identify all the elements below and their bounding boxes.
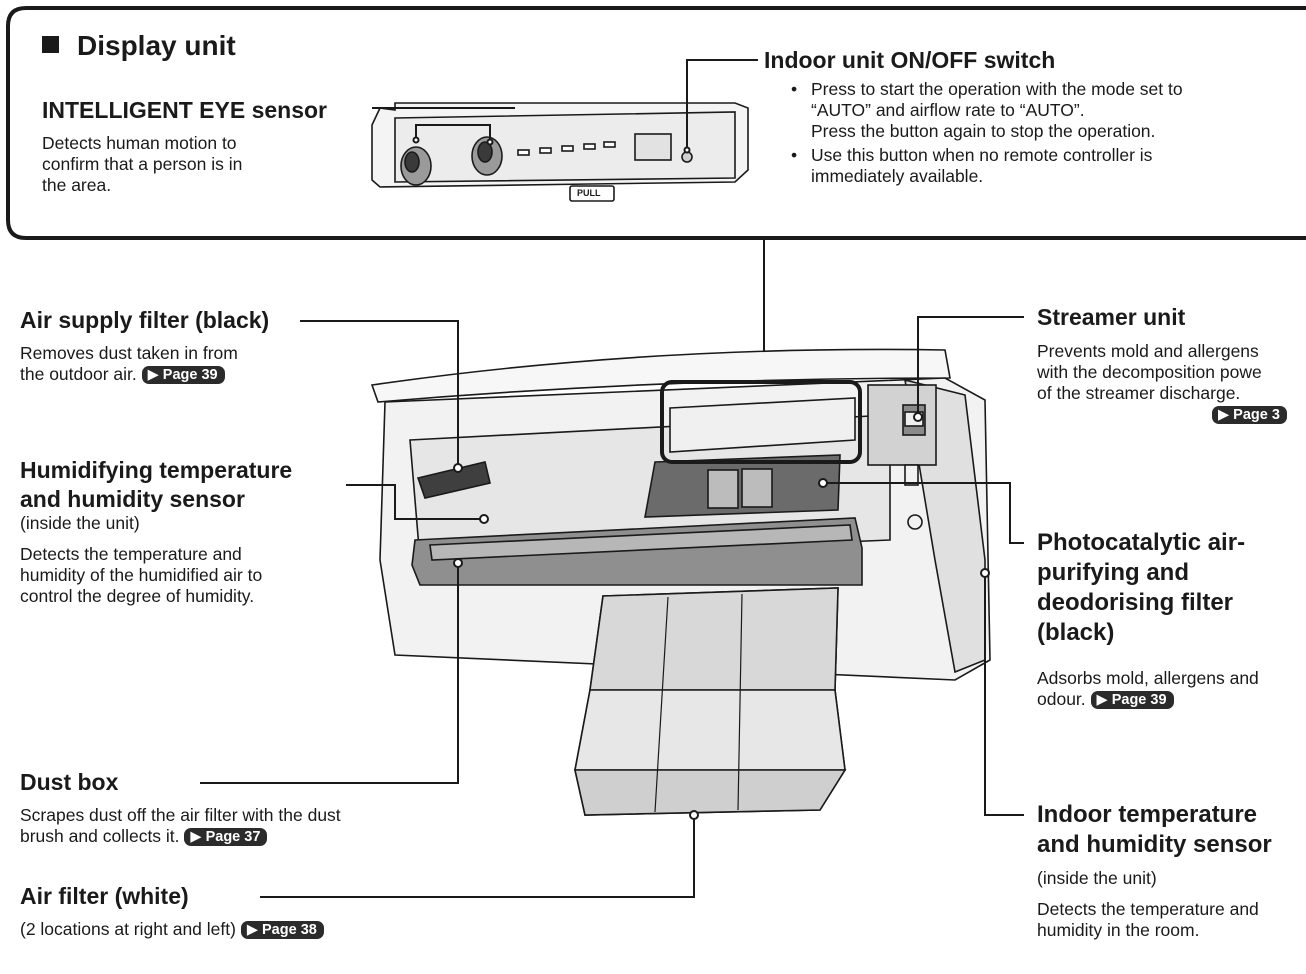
air-supply-filter-desc-block: Removes dust taken in from the outdoor a… [20, 343, 350, 385]
dust-box-title: Dust box [20, 769, 119, 795]
display-panel-illustration [371, 102, 749, 202]
air-supply-filter-desc: Removes dust taken in from the outdoor a… [20, 343, 238, 384]
square-bullet-icon [42, 36, 59, 53]
display-unit-frame [6, 6, 1306, 240]
photocatalytic-filter-desc: Adsorbs mold, allergens and odour. [1037, 668, 1259, 709]
dust-box-desc-block: Scrapes dust off the air filter with the… [20, 805, 440, 847]
indoor-unit-illustration [370, 348, 991, 816]
page-ref-badge[interactable]: ▶ Page 38 [240, 921, 324, 939]
indoor-sensor-sub: (inside the unit) [1037, 868, 1157, 888]
humidifying-sensor-title: Humidifying temperature and humidity sen… [20, 457, 293, 512]
onoff-switch-bullets: Press to start the operation with the mo… [785, 79, 1295, 190]
part-leader-lines [200, 316, 1024, 898]
streamer-unit-title: Streamer unit [1037, 304, 1186, 330]
page-ref-badge[interactable]: ▶ Page 39 [1090, 691, 1174, 709]
humidifying-sensor-desc: Detects the temperature and humidity of … [20, 544, 263, 606]
air-filter-desc: (2 locations at right and left) [20, 919, 236, 939]
air-supply-filter-title: Air supply filter (black) [20, 307, 270, 333]
page-ref-badge[interactable]: ▶ Page 37 [184, 828, 268, 846]
onoff-switch-title: Indoor unit ON/OFF switch [764, 47, 1056, 73]
intelligent-eye-desc: Detects human motion to confirm that a p… [42, 133, 243, 195]
onoff-bullet-item: Press to start the operation with the mo… [785, 79, 1295, 142]
dust-box-desc: Scrapes dust off the air filter with the… [20, 805, 341, 846]
onoff-bullet-item: Use this button when no remote controlle… [785, 145, 1295, 187]
display-unit-heading: Display unit [42, 30, 236, 62]
streamer-unit-desc: Prevents mold and allergens with the dec… [1037, 341, 1262, 403]
streamer-page-wrap: ▶ Page 3 [1212, 406, 1306, 425]
intelligent-eye-title: INTELLIGENT EYE sensor [42, 97, 327, 123]
leader-endpoint-dots [453, 412, 990, 820]
display-unit-title: Display unit [77, 30, 236, 61]
photocatalytic-filter-desc-block: Adsorbs mold, allergens and odour. ▶ Pag… [1037, 668, 1306, 710]
indoor-sensor-desc: Detects the temperature and humidity in … [1037, 899, 1259, 940]
page-ref-badge[interactable]: ▶ Page 39 [141, 366, 225, 384]
photocatalytic-filter-title: Photocatalytic air- purifying and deodor… [1037, 529, 1246, 646]
pull-tab-label: PULL [577, 188, 601, 198]
indoor-sensor-title: Indoor temperature and humidity sensor [1037, 801, 1272, 858]
air-filter-desc-block: (2 locations at right and left) ▶ Page 3… [20, 919, 324, 940]
display-highlight-frame [660, 380, 862, 464]
air-filter-title: Air filter (white) [20, 883, 189, 909]
page-ref-badge[interactable]: ▶ Page 3 [1212, 406, 1287, 424]
humidifying-sensor-sub: (inside the unit) [20, 513, 140, 533]
